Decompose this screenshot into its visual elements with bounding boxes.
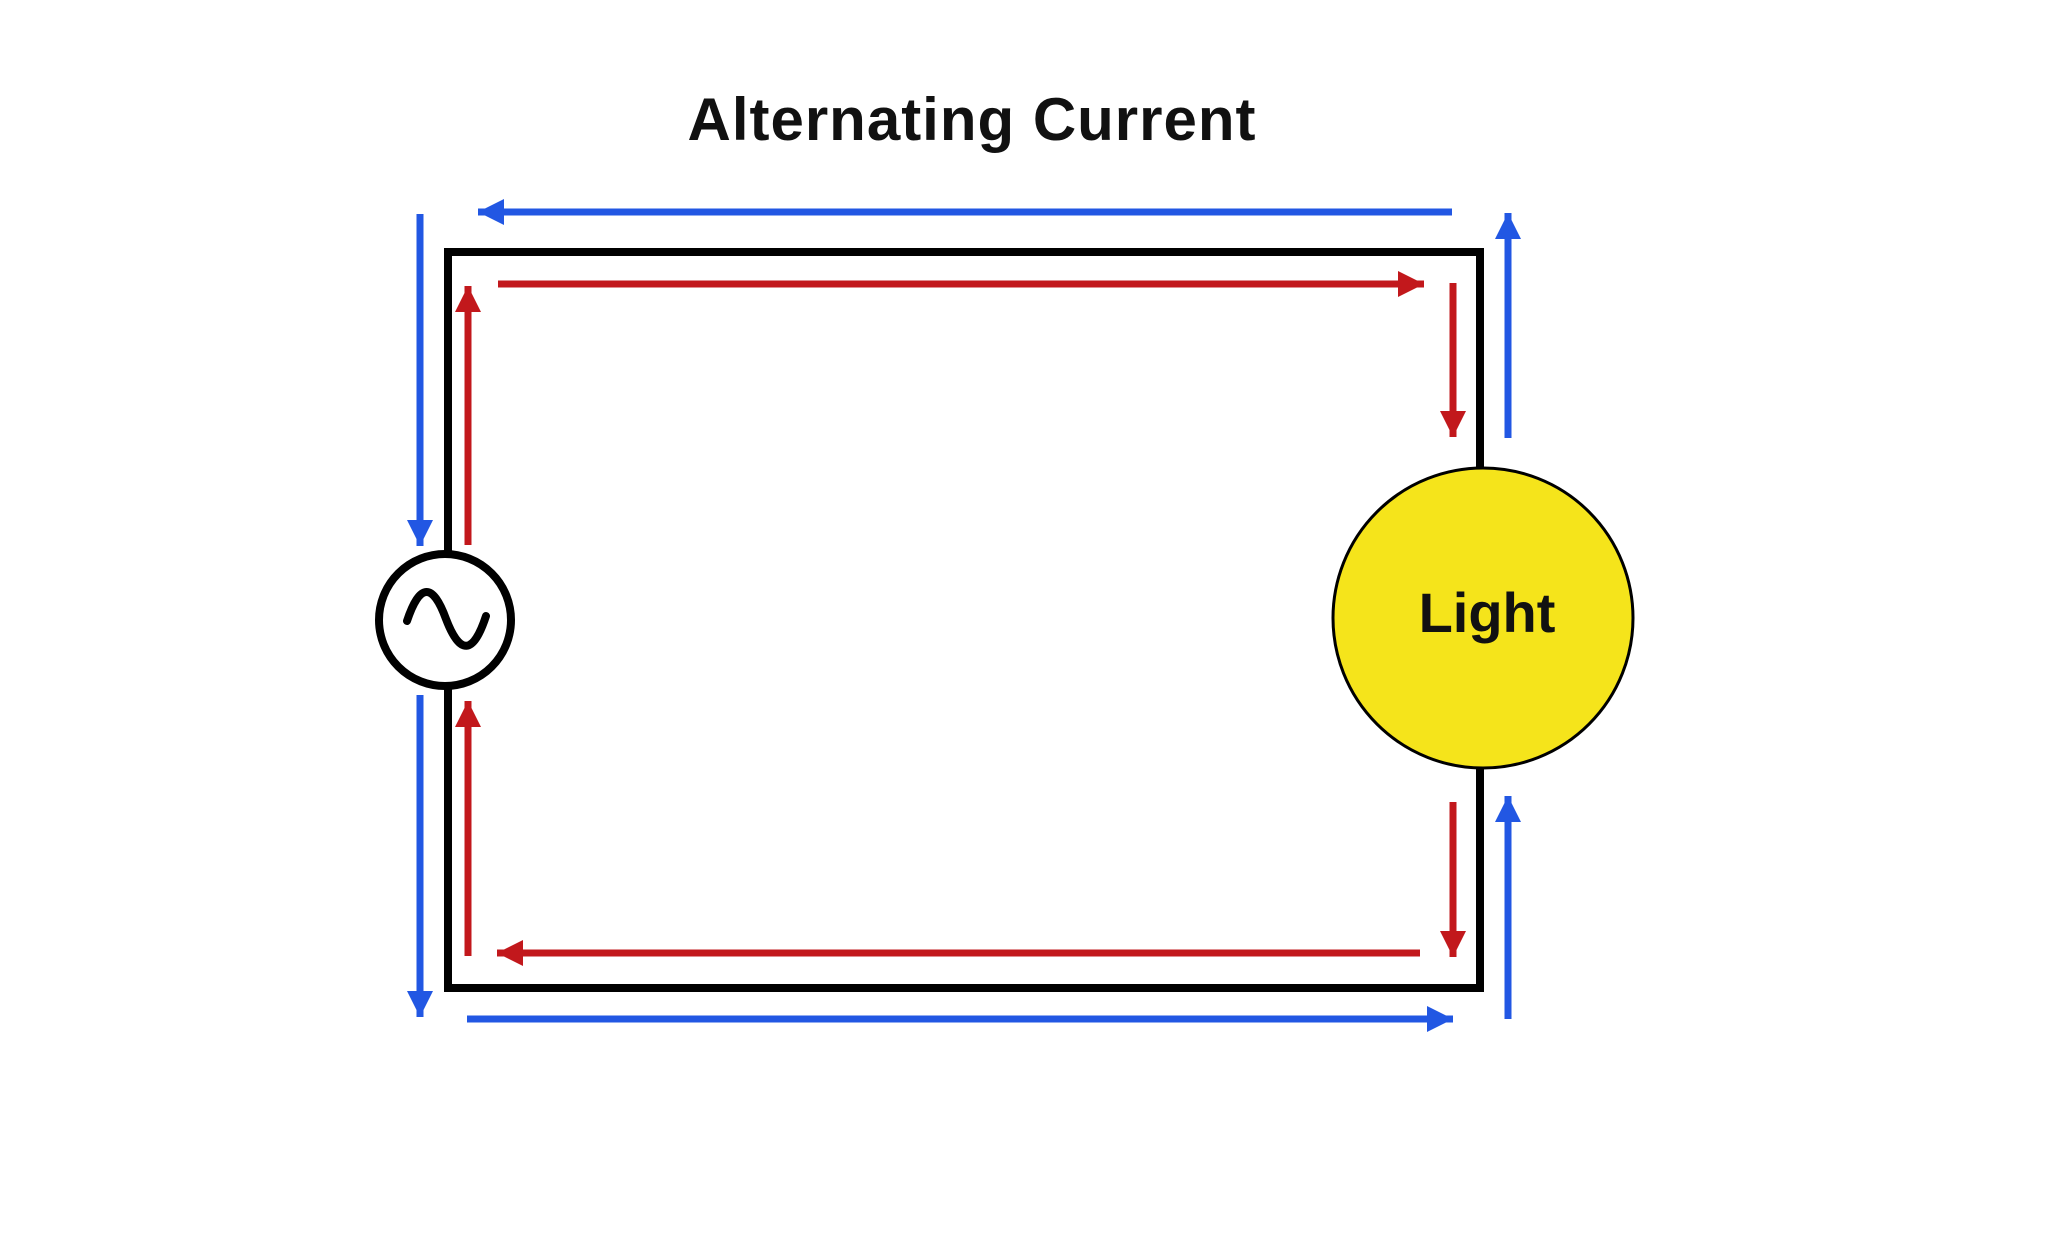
red-current-flow — [455, 271, 1466, 966]
light-label: Light — [1419, 581, 1556, 644]
blue-current-flow — [407, 199, 1521, 1032]
diagram-title: Alternating Current — [687, 86, 1256, 153]
light-circle — [1331, 466, 1635, 770]
light-bulb: Light — [1331, 466, 1635, 770]
circuit-wire-loop — [444, 248, 1484, 992]
ac-source — [375, 550, 515, 690]
sine-wave-icon — [403, 588, 490, 650]
